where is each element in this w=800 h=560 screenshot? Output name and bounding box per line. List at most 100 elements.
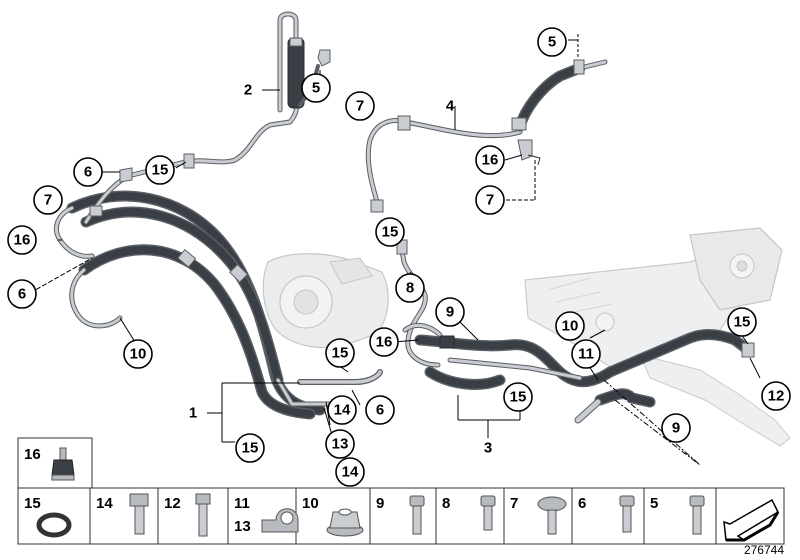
callout-c6b: 6 [7,279,37,309]
part-label-11: 11 [234,495,250,512]
callout-circle [7,225,37,255]
part-16-cell: 16 [17,437,93,489]
callout-circle [503,382,533,412]
pipe-clamp-icon [261,508,299,533]
callout-circle [7,279,37,309]
callout-label: 12 [768,388,785,405]
callout-c15f: 15 [503,382,533,412]
callout-circle [369,327,399,357]
callout-circle [33,185,63,215]
callout-label: 3 [484,440,492,457]
callout-label: 15 [152,162,169,179]
socket-bolt-5-icon [689,495,705,535]
callout-c8: 8 [395,273,425,303]
callout-c9a: 9 [435,297,465,327]
callout-label: 16 [482,152,499,169]
callout-circle [727,307,757,337]
callout-label: 15 [382,224,399,241]
callout-circle [365,395,395,425]
callout-c16c: 16 [369,327,399,357]
callout-c13: 13 [325,429,355,459]
callout-circle [301,73,331,103]
part-label-15: 15 [24,495,41,512]
callout-circle [537,27,567,57]
callout-circle [435,297,465,327]
callout-label: 5 [312,80,320,97]
callout-label: 6 [84,164,92,181]
hose-line-1 [54,173,383,420]
callout-label: 16 [376,334,393,351]
callout-circle [145,155,175,185]
part-label-16: 16 [24,446,41,463]
callout-label: 1 [189,405,197,422]
rubber-mount-icon [51,447,75,481]
callout-c16b: 16 [7,225,37,255]
callout-circle [327,395,357,425]
leader-lines [29,34,761,466]
part-label-6: 6 [578,495,586,512]
callout-c16a: 16 [475,145,505,175]
part-label-10: 10 [302,495,319,512]
callout-label: 16 [14,232,31,249]
callout-c15c: 15 [325,338,355,368]
callout-c15e: 15 [235,433,265,463]
part-label-13: 13 [234,518,251,535]
callout-c5a: 5 [537,27,567,57]
callout-circle [325,338,355,368]
socket-bolt-icon [409,495,425,535]
callout-c15d: 15 [727,307,757,337]
callout-c7a: 7 [345,91,375,121]
callout-label: 6 [18,286,26,303]
callout-circle [661,413,691,443]
callout-label: 4 [446,98,455,115]
callout-label: 10 [130,346,147,363]
steering-rack [524,227,791,447]
callout-label: 15 [242,440,259,457]
callout-label: 14 [342,464,359,481]
collar-screw-icon [537,496,567,535]
part-label-7: 7 [510,495,518,512]
power-steering-pump [262,253,389,349]
callout-circle [73,157,103,187]
callout-c4: 4 [446,98,455,115]
part-label-9: 9 [376,495,384,512]
callout-c14b: 14 [335,457,365,487]
hex-bolt-icon [129,493,149,535]
part-label-5: 5 [650,495,658,512]
hose-line-3 [396,237,755,424]
callout-circle [475,185,505,215]
callout-c5b: 5 [301,73,331,103]
callout-circle [335,457,365,487]
callout-circle [571,339,601,369]
callout-label: 13 [332,436,349,453]
callout-label: 6 [376,402,384,419]
callout-circle [375,217,405,247]
callout-circle [123,339,153,369]
callout-label: 2 [244,82,252,99]
part-label-8: 8 [442,495,450,512]
callout-circle [475,145,505,175]
callout-circle [761,381,791,411]
callout-circle [555,311,585,341]
part-label-14: 14 [96,495,113,512]
orientation-arrow-icon [723,498,780,542]
socket-bolt-6-icon [619,495,635,533]
callout-c7b: 7 [475,185,505,215]
callout-label: 10 [562,318,579,335]
callout-label: 14 [334,402,351,419]
callout-c11: 11 [571,339,601,369]
pipe-line-2 [119,11,331,183]
callout-c14a: 14 [327,395,357,425]
hex-bolt-long-icon [195,493,211,537]
reference-number: 276744 [744,543,784,557]
callout-c6c: 6 [365,395,395,425]
pipe-line-4 [365,59,608,213]
o-ring-icon [36,512,72,538]
callout-c7c: 7 [33,185,63,215]
callout-c6a: 6 [73,157,103,187]
callout-c12: 12 [761,381,791,411]
callout-label: 9 [672,420,680,437]
callout-circle [235,433,265,463]
callout-c15b: 15 [375,217,405,247]
